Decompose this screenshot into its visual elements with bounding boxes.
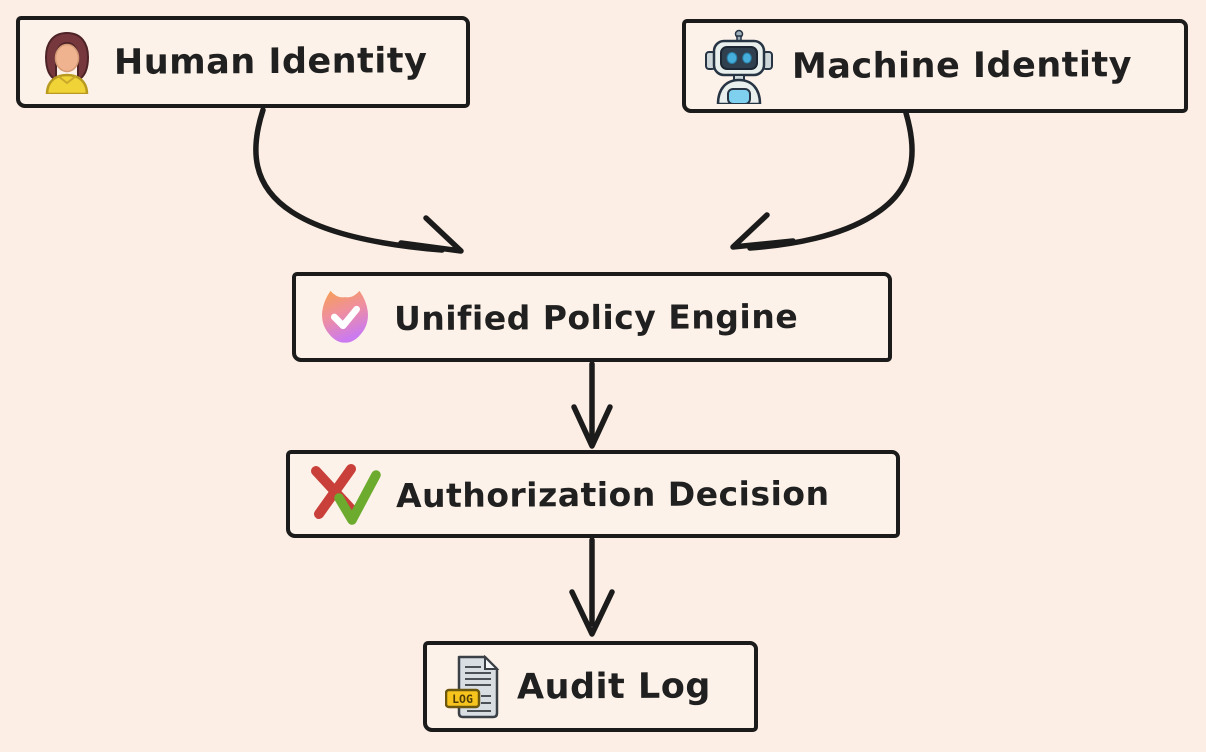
- robot-icon: [704, 28, 774, 104]
- cross-and-check-icon: [308, 462, 384, 526]
- node-machine-identity: Machine Identity: [682, 19, 1188, 113]
- woman-icon: [38, 30, 96, 94]
- edge-decision-to-audit: [569, 537, 615, 637]
- node-audit-log: LOG Audit Log: [423, 641, 758, 732]
- node-label: Audit Log: [516, 665, 711, 708]
- node-unified-policy-engine: Unified Policy Engine: [292, 272, 892, 362]
- node-authorization-decision: Authorization Decision: [286, 450, 900, 538]
- node-human-identity: Human Identity: [16, 16, 470, 108]
- verified-badge-icon: [314, 286, 376, 348]
- log-document-icon: LOG: [445, 654, 503, 719]
- edge-machine-to-policy: [730, 110, 915, 251]
- node-label: Human Identity: [113, 41, 428, 83]
- edge-policy-to-decision: [571, 361, 613, 449]
- node-label: Unified Policy Engine: [393, 296, 799, 338]
- log-tag-text: LOG: [452, 692, 473, 706]
- node-label: Machine Identity: [791, 45, 1133, 87]
- node-label: Authorization Decision: [395, 473, 830, 515]
- edge-human-to-policy: [253, 107, 464, 254]
